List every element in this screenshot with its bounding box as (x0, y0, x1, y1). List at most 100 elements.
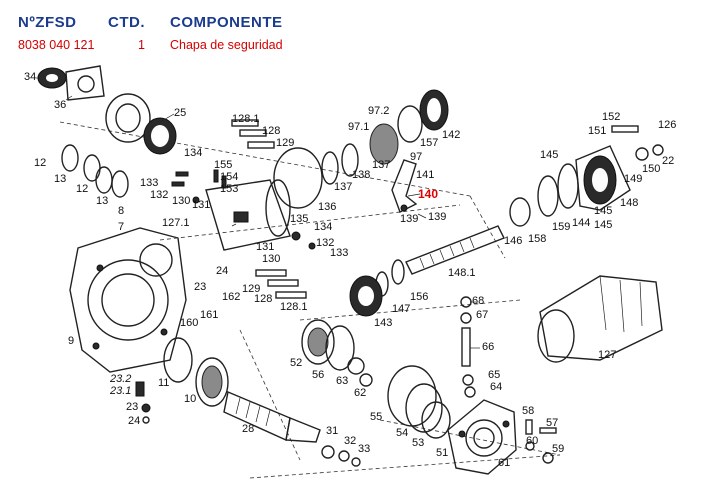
part-flange-plate (37, 65, 105, 101)
part-large-rings (387, 365, 451, 439)
callout-label: 143 (374, 317, 392, 329)
callout-label: 134 (314, 221, 332, 233)
part-number[interactable]: 8038 040 121 (18, 38, 95, 52)
callout-label: 51 (436, 447, 448, 459)
callout-label: 154 (220, 171, 238, 183)
callout-label: 141 (416, 169, 434, 181)
callout-label: 127.1 (162, 217, 190, 229)
callout-label: 60 (526, 435, 538, 447)
col-header-number: NºZFSD (18, 14, 77, 31)
callout-label: 66 (482, 341, 494, 353)
callout-label: 162 (222, 291, 240, 303)
part-component-name: Chapa de seguridad (170, 38, 283, 52)
callout-label: 63 (336, 375, 348, 387)
callout-label: 52 (290, 357, 302, 369)
part-bearing-cup (105, 93, 177, 155)
callout-label: 133 (140, 177, 158, 189)
callout-label: 148 (620, 197, 638, 209)
part-output-shaft (223, 391, 361, 467)
callout-label: 156 (410, 291, 428, 303)
callout-label: 128 (262, 125, 280, 137)
callout-label: 146 (504, 235, 522, 247)
part-main-housing (69, 227, 187, 373)
callout-label: 28 (242, 423, 254, 435)
part-quantity: 1 (138, 38, 145, 52)
callout-label: 128 (254, 293, 272, 305)
callout-label: 13 (96, 195, 108, 207)
callout-label: 7 (118, 221, 124, 233)
callout-label: 54 (396, 427, 408, 439)
part-lever (391, 159, 418, 213)
callout-label: 64 (490, 381, 502, 393)
callout-label: 53 (412, 437, 424, 449)
callout-label: 34 (24, 71, 36, 83)
callout-label: 23 (194, 281, 206, 293)
callout-label: 159 (552, 221, 570, 233)
callout-label: 139 (400, 213, 418, 225)
callout-label: 61 (498, 457, 510, 469)
callout-label: 129 (276, 137, 294, 149)
part-rings-left (61, 144, 129, 198)
part-right-cover (509, 125, 664, 227)
callout-label: 97.2 (368, 105, 389, 117)
callout-label: 36 (54, 99, 66, 111)
callout-label: 62 (354, 387, 366, 399)
callout-label: 56 (312, 369, 324, 381)
callout-label: 139 (428, 211, 446, 223)
callout-label: 148.1 (448, 267, 476, 279)
callout-label: 11 (158, 377, 169, 389)
part-upper-bearings (321, 89, 449, 185)
callout-label: 133 (330, 247, 348, 259)
callout-label: 161 (200, 309, 218, 321)
callout-label: 135 (290, 213, 308, 225)
part-plug (135, 381, 151, 424)
callout-label: 149 (624, 173, 642, 185)
callout-label: 23.1 (109, 385, 131, 397)
callout-label: 157 (420, 137, 438, 149)
part-small-pins (171, 169, 227, 204)
leader-lines (36, 77, 480, 349)
callout-label: 128.1 (232, 113, 260, 125)
callout-label: 158 (528, 233, 546, 245)
callout-label: 24 (216, 265, 228, 277)
part-end-cover (447, 399, 517, 475)
callout-label: 147 (392, 303, 410, 315)
callout-label: 23.2 (109, 373, 131, 385)
callout-label: 68 (472, 295, 484, 307)
callout-label: 8 (118, 205, 124, 217)
callout-label: 55 (370, 411, 382, 423)
part-piston-housing (205, 147, 323, 251)
callout-label: 132 (316, 237, 334, 249)
part-link-chain-upper (231, 119, 275, 149)
callout-label: 58 (522, 405, 534, 417)
callout-label: 145 (594, 205, 612, 217)
callout-label: 150 (642, 163, 660, 175)
callout-label: 137 (372, 159, 390, 171)
callout-label: 33 (358, 443, 370, 455)
callout-label: 155 (214, 159, 232, 171)
part-small-hardware (525, 419, 557, 464)
part-ring-and-bearing (163, 337, 229, 407)
callout-label: 144 (572, 217, 590, 229)
callout-label: 132 (150, 189, 168, 201)
callout-label: 126 (658, 119, 676, 131)
callout-label-highlighted: 140 (418, 187, 438, 201)
callout-label: 145 (594, 219, 612, 231)
callout-label: 129 (242, 283, 260, 295)
callout-label: 65 (488, 369, 500, 381)
callout-label: 13 (54, 173, 66, 185)
callout-label: 134 (184, 147, 202, 159)
part-bolt-vertical (460, 296, 476, 398)
callout-label: 131 (256, 241, 274, 253)
callout-label: 32 (344, 435, 356, 447)
callout-label: 25 (174, 107, 186, 119)
callout-label: 130 (172, 195, 190, 207)
callout-label: 9 (68, 335, 74, 347)
callout-label: 10 (184, 393, 196, 405)
callout-label: 152 (602, 111, 620, 123)
callout-label: 22 (662, 155, 674, 167)
callout-label: 59 (552, 443, 564, 455)
callout-label: 131 (192, 199, 210, 211)
col-header-quantity: CTD. (108, 14, 145, 31)
